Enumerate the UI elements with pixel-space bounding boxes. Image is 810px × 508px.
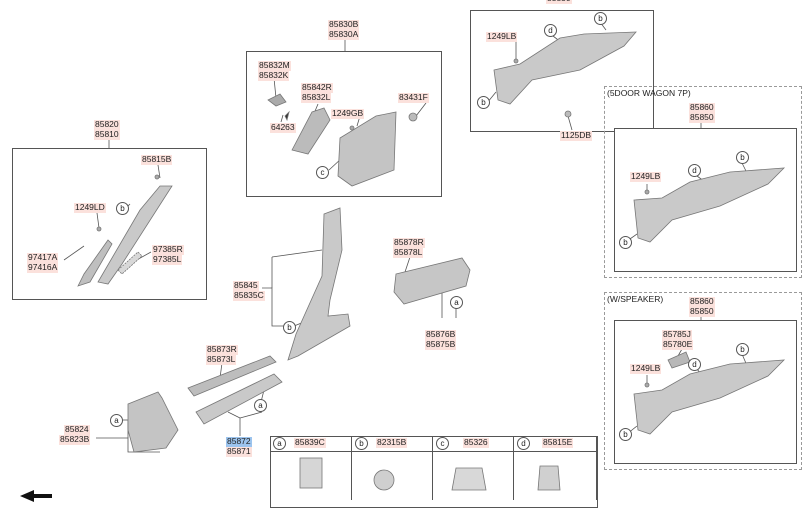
label-85824[interactable]: 85824 [64, 424, 90, 435]
label-85876b[interactable]: 85876B [425, 329, 457, 340]
label-top-partial[interactable]: 85850 [546, 0, 572, 4]
legend-letter-b: b [355, 437, 368, 450]
front-scuff-plate [187, 355, 277, 397]
label-85832k[interactable]: 85832K [258, 70, 290, 81]
label-speaker-85850[interactable]: 85850 [689, 306, 715, 317]
callout-a-rear-scuff: a [450, 296, 463, 309]
wagon-variant-title: (5DOOR WAGON 7P) [607, 88, 691, 98]
wagon-variant-box [604, 86, 802, 278]
label-85820[interactable]: 85820 [94, 119, 120, 130]
wagon-rear-trim [633, 167, 786, 243]
label-1249lb-top[interactable]: 1249LB [486, 31, 518, 42]
label-97416a[interactable]: 97416A [27, 262, 59, 273]
label-85845[interactable]: 85845 [233, 280, 259, 291]
label-85842r[interactable]: 85842R [301, 82, 333, 93]
legend-letter-d: d [517, 437, 530, 450]
legend-cell-a: a 85839C [270, 436, 352, 500]
label-1249gb[interactable]: 1249GB [331, 108, 365, 119]
rear-pillar-trim [493, 31, 637, 105]
label-85835c[interactable]: 85835C [233, 290, 265, 301]
callout-b-front: b [116, 202, 129, 215]
front-pillar-group-box [12, 148, 207, 300]
label-speaker-85860[interactable]: 85860 [689, 296, 715, 307]
legend-cell-b: b 82315B [352, 436, 433, 500]
legend-cell-d: d 85815E [514, 436, 597, 500]
callout-b-speaker-left: b [619, 428, 632, 441]
center-pillar-lower-trim [287, 207, 351, 361]
front-pillar-trim [97, 185, 173, 285]
label-85871[interactable]: 85871 [226, 446, 252, 457]
label-wagon-1249lb[interactable]: 1249LB [630, 171, 662, 182]
legend-letter-a: a [273, 437, 286, 450]
label-85873r[interactable]: 85873R [206, 344, 238, 355]
speaker-variant-box [604, 292, 802, 470]
callout-b-wagon-right: b [736, 151, 749, 164]
label-85823b[interactable]: 85823B [59, 434, 91, 445]
label-85873l[interactable]: 85873L [206, 354, 237, 365]
label-83431f[interactable]: 83431F [398, 92, 429, 103]
legend-part-c[interactable]: 85326 [463, 437, 489, 448]
label-97385l[interactable]: 97385L [152, 254, 183, 265]
cowl-side-trim [127, 391, 179, 453]
legend-part-a[interactable]: 85839C [294, 437, 326, 448]
label-wagon-85850[interactable]: 85850 [689, 112, 715, 123]
speaker-variant-title: (W/SPEAKER) [607, 294, 664, 304]
legend-cell-c: c 85326 [433, 436, 514, 500]
front-pillar-clip [117, 251, 143, 275]
label-85832m[interactable]: 85832M [258, 60, 291, 71]
legend-part-d[interactable]: 85815E [542, 437, 574, 448]
speaker-grille [667, 351, 691, 369]
front-pillar-speaker-grille [77, 239, 113, 287]
label-speaker-1249lb[interactable]: 1249LB [630, 363, 662, 374]
label-64263[interactable]: 64263 [270, 122, 296, 133]
callout-a-front-scuff: a [254, 399, 267, 412]
callout-b-center-lower: b [283, 321, 296, 334]
label-85830a[interactable]: 85830A [328, 29, 360, 40]
label-85878l[interactable]: 85878L [393, 247, 424, 258]
label-97417a[interactable]: 97417A [27, 252, 59, 263]
callout-b-top-right: b [594, 12, 607, 25]
label-85832l[interactable]: 85832L [301, 92, 332, 103]
label-85875b[interactable]: 85875B [425, 339, 457, 350]
callout-d-speaker: d [688, 358, 701, 371]
callout-c-center: c [316, 166, 329, 179]
label-85830b[interactable]: 85830B [328, 19, 360, 30]
callout-b-top-left: b [477, 96, 490, 109]
speaker-rear-trim [633, 359, 786, 435]
label-85815b[interactable]: 85815B [141, 154, 173, 165]
label-85878r[interactable]: 85878R [393, 237, 425, 248]
center-pillar-upper-trim [337, 111, 397, 187]
label-85810[interactable]: 85810 [94, 129, 120, 140]
rear-scuff-plate [393, 257, 471, 305]
label-wagon-85860[interactable]: 85860 [689, 102, 715, 113]
callout-b-wagon-left: b [619, 236, 632, 249]
legend-part-b[interactable]: 82315B [376, 437, 408, 448]
seatbelt-cover [291, 107, 331, 155]
label-speaker-85785j[interactable]: 85785J [662, 329, 692, 340]
callout-d-top: d [544, 24, 557, 37]
callout-b-speaker-right: b [736, 343, 749, 356]
callout-a-cowl: a [110, 414, 123, 427]
front-sill-plate [195, 373, 283, 425]
label-97385r[interactable]: 97385R [152, 244, 184, 255]
label-85872[interactable]: 85872 [226, 436, 252, 447]
label-speaker-85780e[interactable]: 85780E [662, 339, 694, 350]
callout-d-wagon: d [688, 164, 701, 177]
arrow-icon [20, 490, 52, 502]
label-1125db[interactable]: 1125DB [560, 130, 593, 141]
label-1249ld[interactable]: 1249LD [74, 202, 106, 213]
legend-letter-c: c [436, 437, 449, 450]
